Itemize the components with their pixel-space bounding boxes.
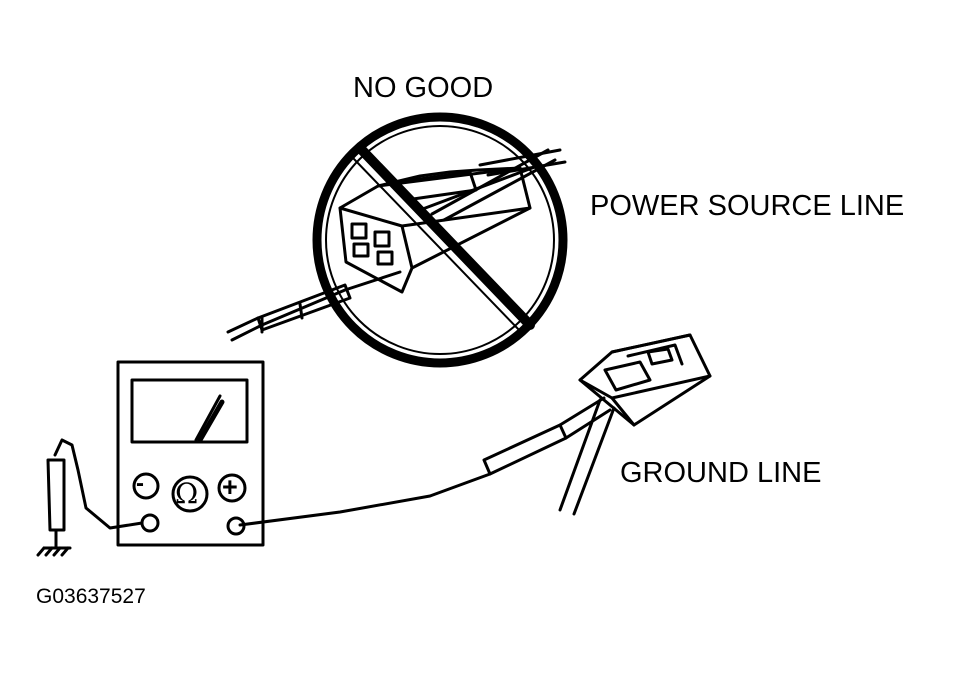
no-good-prohibition-sign — [312, 112, 568, 368]
figure-code: G03637527 — [36, 585, 146, 608]
ohmmeter — [116, 360, 265, 547]
ohm-icon: Ω — [175, 477, 199, 510]
ground-lead — [36, 438, 144, 557]
plus-terminal-icon: + — [222, 472, 238, 502]
power-connector — [338, 148, 567, 294]
power-probe — [226, 270, 402, 342]
ground-connector — [558, 333, 712, 516]
ground-probe — [238, 396, 612, 527]
power-source-line-label: POWER SOURCE LINE — [590, 190, 905, 222]
minus-terminal-icon: - — [136, 470, 144, 497]
no-good-label: NO GOOD — [353, 72, 494, 104]
ground-line-label: GROUND LINE — [620, 457, 822, 489]
